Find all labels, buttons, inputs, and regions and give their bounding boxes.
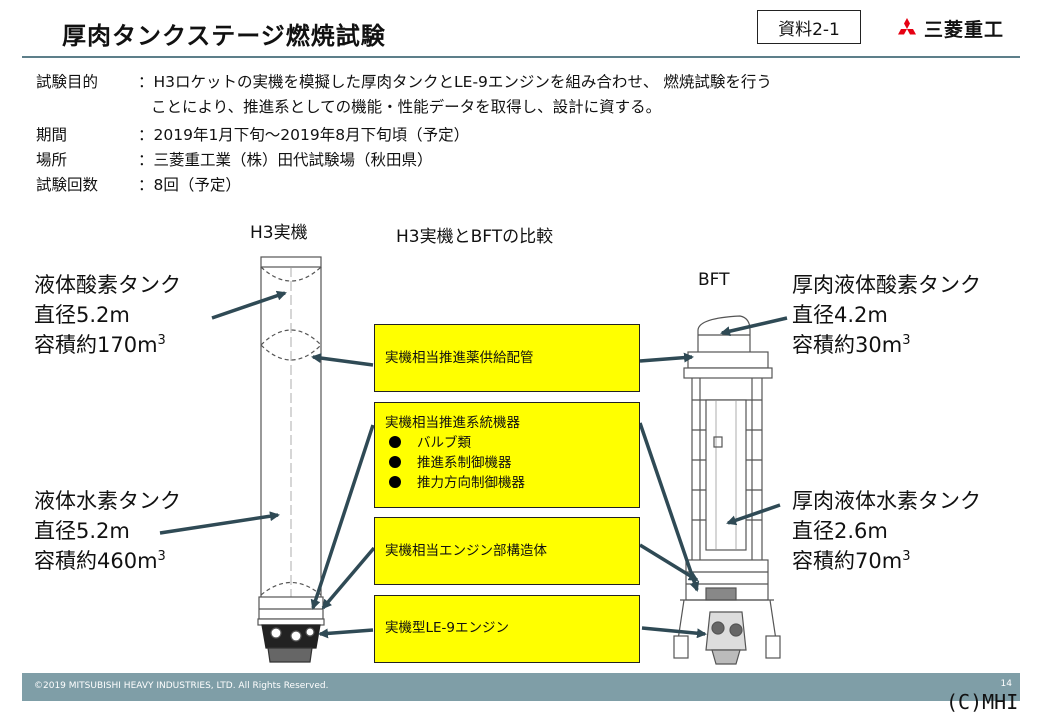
tank-name: 液体酸素タンク: [34, 273, 181, 297]
tank-name: 液体水素タンク: [34, 489, 181, 513]
bft-rocket-drawing: [673, 315, 781, 665]
structure-box: 実機相当エンジン部構造体: [374, 517, 640, 585]
info-label: 試験回数: [36, 176, 99, 194]
box-list-item: 推力方向制御機器: [385, 473, 629, 493]
h3-rocket-drawing: [257, 256, 325, 663]
footer-bar: [22, 673, 1020, 701]
bullet-icon: [389, 436, 401, 448]
info-row-purpose-cont: ことにより、推進系としての機能・性能データを取得し、設計に資する。: [151, 95, 661, 117]
box-list-item: バルブ類: [385, 433, 629, 453]
box-label: 実機型LE-9エンジン: [385, 620, 510, 636]
thick-lox-tank-spec: 厚肉液体酸素タンク 直径4.2m 容積約30m3: [792, 270, 981, 360]
lh2-tank-spec: 液体水素タンク 直径5.2m 容積約460m3: [34, 486, 181, 576]
copyright-text: ©2019 MITSUBISHI HEAVY INDUSTRIES, LTD. …: [34, 681, 329, 691]
volume-exponent: 3: [902, 333, 911, 348]
tank-volume: 容積約30m: [792, 333, 903, 357]
box-list-item: 推進系制御機器: [385, 453, 629, 473]
thick-lh2-tank-spec: 厚肉液体水素タンク 直径2.6m 容積約70m3: [792, 486, 981, 576]
lox-tank-spec: 液体酸素タンク 直径5.2m 容積約170m3: [34, 270, 181, 360]
equipment-box: 実機相当推進系統機器 バルブ類 推進系制御機器 推力方向制御機器: [374, 402, 640, 508]
info-value: ：三菱重工業（株）田代試験場（秋田県）: [138, 151, 433, 169]
bullet-icon: [389, 476, 401, 488]
three-diamond-logo-icon: [898, 17, 916, 34]
engine-box: 実機型LE-9エンジン: [374, 595, 640, 663]
company-logo: 三菱重工: [895, 15, 1004, 42]
bft-label: BFT: [698, 270, 730, 290]
callout-arrows: [159, 290, 788, 639]
tank-volume: 容積約170m: [34, 333, 158, 357]
tank-diameter: 直径4.2m: [792, 303, 888, 327]
info-label: 場所: [36, 151, 68, 169]
tank-volume: 容積約460m: [34, 549, 158, 573]
comparison-title: H3実機とBFTの比較: [396, 227, 554, 247]
logo-text: 三菱重工: [924, 19, 1005, 41]
box-title: 実機相当推進系統機器: [385, 415, 520, 431]
info-value: ：H3ロケットの実機を模擬した厚肉タンクとLE-9エンジンを組み合わせ、 燃焼試…: [138, 73, 772, 91]
volume-exponent: 3: [157, 333, 166, 348]
box-label: 実機相当エンジン部構造体: [385, 543, 547, 559]
tank-diameter: 直径5.2m: [34, 519, 130, 543]
page-title: 厚肉タンクステージ燃焼試験: [62, 22, 386, 50]
tank-name: 厚肉液体水素タンク: [792, 489, 981, 513]
volume-exponent: 3: [157, 549, 166, 564]
info-label: 期間: [36, 126, 68, 144]
info-value: ：8回（予定）: [138, 176, 241, 194]
info-value: ：2019年1月下旬～2019年8月下旬頃（予定）: [138, 126, 470, 144]
tank-volume: 容積約70m: [792, 549, 903, 573]
info-label: 試験目的: [36, 73, 99, 91]
info-value: ことにより、推進系としての機能・性能データを取得し、設計に資する。: [151, 98, 662, 116]
page-number: 14: [1000, 679, 1012, 689]
document-id-box: 資料2-1: [757, 10, 861, 44]
tank-name: 厚肉液体酸素タンク: [792, 273, 981, 297]
bullet-icon: [389, 456, 401, 468]
h3-label: H3実機: [250, 223, 308, 243]
tank-diameter: 直径5.2m: [34, 303, 130, 327]
tank-diameter: 直径2.6m: [792, 519, 888, 543]
image-credit: (C)MHI: [946, 690, 1019, 714]
title-divider: [22, 56, 1020, 58]
piping-box: 実機相当推進薬供給配管: [374, 324, 640, 392]
volume-exponent: 3: [902, 549, 911, 564]
box-label: 実機相当推進薬供給配管: [385, 350, 534, 366]
